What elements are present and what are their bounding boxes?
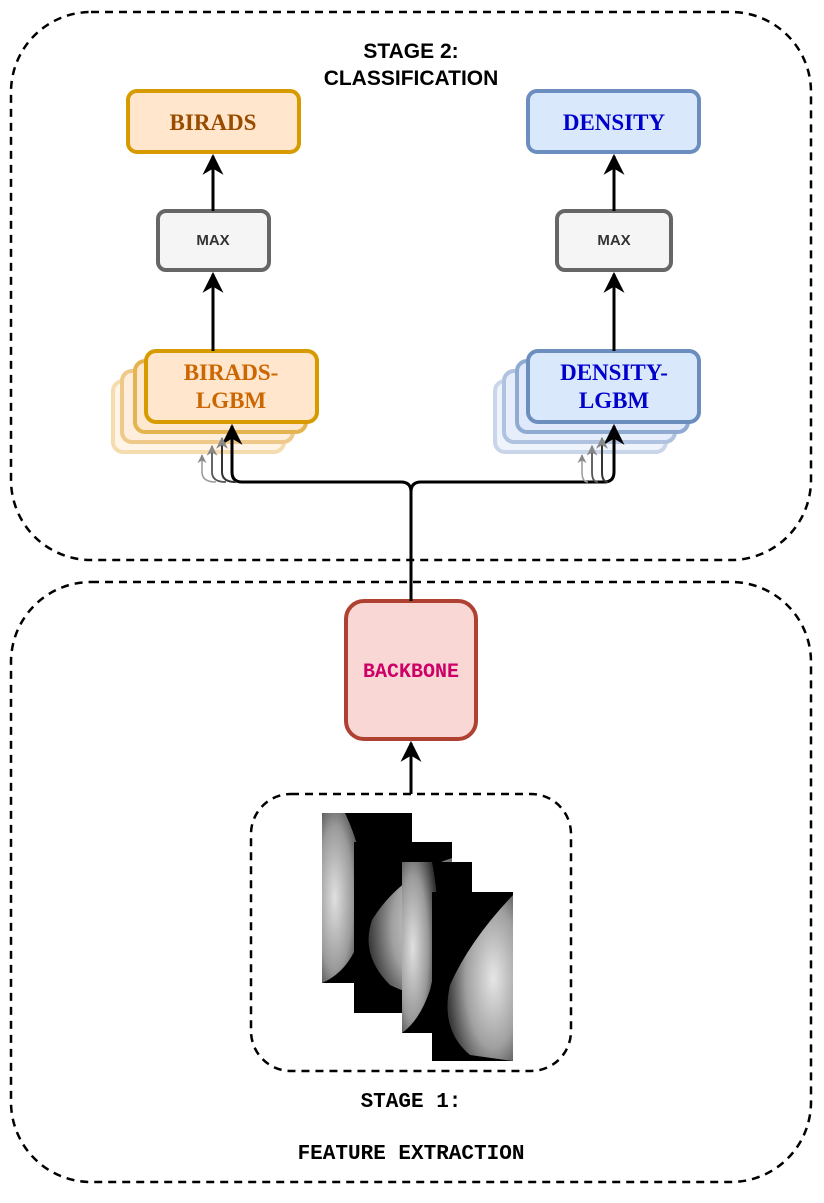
mammogram-image-4 [432,892,513,1061]
density-label: DENSITY [563,110,666,135]
backbone-to-lgbm-connectors [197,423,625,601]
max-left-label: MAX [196,232,229,249]
density-lgbm-label-line2: LGBM [579,388,650,413]
birads-lgbm-stack [111,349,319,454]
mammogram-image-stack [322,813,513,1061]
stage2-title-line2: CLASSIFICATION [324,67,499,90]
density-node [526,89,701,154]
birads-lgbm-label-line1: BIRADS- [184,360,279,385]
stage1-title-line1: STAGE 1: [361,1091,462,1114]
birads-label: BIRADS [170,110,257,135]
density-lgbm-label-line1: DENSITY- [560,360,668,385]
stage2-title-line1: STAGE 2: [363,40,458,63]
max-right-label: MAX [597,232,630,249]
birads-lgbm-node [144,349,319,424]
stage1-region [9,580,813,1184]
birads-lgbm-label-line2: LGBM [196,388,267,413]
stage1-title-line2: FEATURE EXTRACTION [298,1143,525,1166]
backbone-label: BACKBONE [363,661,459,684]
birads-node [126,89,301,154]
